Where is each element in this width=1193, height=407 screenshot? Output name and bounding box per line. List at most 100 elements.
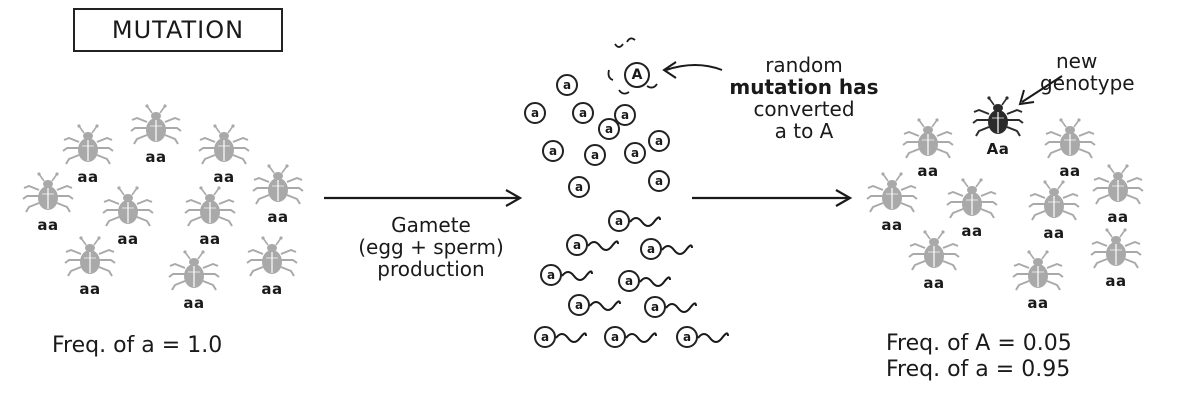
sperm-tail-icon — [587, 240, 619, 251]
bug-aa: aa — [900, 118, 956, 180]
bug-aa: aa — [250, 164, 306, 226]
sperm-gamete: a — [640, 238, 662, 260]
bug-aa: aa — [100, 186, 156, 248]
sperm-gamete: a — [676, 326, 698, 348]
bug-aa: aa — [864, 172, 920, 234]
genotype-label: aa — [117, 230, 139, 248]
bug-aa: aa — [62, 236, 118, 298]
egg-gamete: a — [524, 102, 546, 124]
beetle-icon — [102, 186, 154, 227]
sperm-gamete: a — [568, 294, 590, 316]
sperm-tail-icon — [639, 276, 671, 287]
process-label-line2: (egg + sperm) — [358, 235, 504, 259]
genotype-label: aa — [267, 208, 289, 226]
egg-gamete: a — [584, 144, 606, 166]
egg-allele: a — [654, 174, 664, 188]
beetle-icon — [908, 230, 960, 271]
mutant-gamete: A — [624, 62, 650, 88]
arrow-to-gametes-icon — [324, 189, 523, 207]
egg-gamete: a — [598, 118, 620, 140]
beetle-icon — [198, 124, 250, 165]
bug-aa: aa — [1026, 180, 1082, 242]
sperm-tail-icon — [661, 244, 693, 255]
mutation-annotation-line3: converted — [753, 97, 855, 121]
egg-allele: a — [548, 144, 558, 158]
beetle-icon — [62, 124, 114, 165]
mutation-sparkle-icon — [607, 37, 658, 95]
arrow-to-new-population-icon — [692, 189, 853, 207]
new-genotype-pointer-arrow-icon — [1018, 75, 1063, 106]
egg-gamete: a — [568, 176, 590, 198]
genotype-label: aa — [183, 294, 205, 312]
sperm-gamete: a — [604, 326, 626, 348]
bug-aa: aa — [244, 236, 300, 298]
sperm-allele: a — [546, 268, 556, 282]
egg-allele: a — [530, 106, 540, 120]
sperm-tail-icon — [561, 270, 593, 281]
sperm-tail-icon — [555, 332, 587, 343]
sperm-allele: a — [650, 300, 660, 314]
egg-allele: a — [654, 134, 664, 148]
mutation-annotation-line2: mutation has — [729, 75, 879, 99]
beetle-icon — [22, 172, 74, 213]
egg-gamete: a — [648, 170, 670, 192]
mutation-annotation: random mutation has converted a to A — [704, 54, 904, 142]
egg-allele: a — [604, 122, 614, 136]
beetle-icon — [184, 186, 236, 227]
sperm-gamete: a — [540, 264, 562, 286]
new-genotype-note: new genotype — [1040, 50, 1190, 94]
egg-gamete: a — [542, 140, 564, 162]
genotype-label: aa — [1105, 272, 1127, 290]
bug-aa: aa — [1042, 118, 1098, 180]
sperm-tail-icon — [697, 332, 729, 343]
genotype-label: aa — [79, 280, 101, 298]
beetle-icon — [130, 104, 182, 145]
sperm-gamete: a — [644, 296, 666, 318]
sperm-allele: a — [574, 298, 584, 312]
beetle-icon — [252, 164, 304, 205]
new-genotype-note-line2: genotype — [1040, 71, 1135, 95]
beetle-icon — [1044, 118, 1096, 159]
process-label: Gamete (egg + sperm) production — [326, 214, 536, 280]
process-label-line3: production — [377, 257, 485, 281]
bug-aa: aa — [944, 178, 1000, 240]
sperm-tail-icon — [625, 332, 657, 343]
genotype-label: aa — [1043, 224, 1065, 242]
sperm-tail-icon — [589, 300, 621, 311]
beetle-icon — [1090, 228, 1142, 269]
mutant-gamete-allele: A — [631, 67, 643, 83]
sperm-allele: a — [682, 330, 692, 344]
beetle-icon — [1028, 180, 1080, 221]
left-freq-a: Freq. of a = 1.0 — [52, 333, 223, 358]
new-genotype-note-line1: new — [1056, 49, 1098, 73]
sperm-gamete: a — [534, 326, 556, 348]
egg-allele: a — [590, 148, 600, 162]
sperm-gamete: a — [566, 234, 588, 256]
egg-gamete: a — [648, 130, 670, 152]
bug-Aa-mutant: Aa — [970, 96, 1026, 158]
diagram-title: MUTATION — [73, 8, 283, 52]
right-freq-A: Freq. of A = 0.05 — [886, 331, 1072, 356]
genotype-label: aa — [923, 274, 945, 292]
mutation-annotation-line1: random — [765, 53, 843, 77]
sperm-allele: a — [572, 238, 582, 252]
sperm-allele: a — [610, 330, 620, 344]
sperm-tail-icon — [629, 216, 661, 227]
egg-gamete: a — [614, 104, 636, 126]
sperm-gamete: a — [608, 210, 630, 232]
genotype-label: aa — [213, 168, 235, 186]
right-freq-a: Freq. of a = 0.95 — [886, 357, 1071, 382]
genotype-label: aa — [77, 168, 99, 186]
sperm-allele: a — [614, 214, 624, 228]
genotype-label: aa — [961, 222, 983, 240]
genotype-label: aa — [145, 148, 167, 166]
egg-gamete: a — [572, 102, 594, 124]
bug-aa: aa — [1090, 164, 1146, 226]
bug-aa: aa — [166, 250, 222, 312]
sperm-allele: a — [624, 274, 634, 288]
genotype-label: aa — [1107, 208, 1129, 226]
genotype-label: Aa — [986, 140, 1010, 158]
beetle-icon — [902, 118, 954, 159]
bug-aa: aa — [1088, 228, 1144, 290]
bug-aa: aa — [128, 104, 184, 166]
